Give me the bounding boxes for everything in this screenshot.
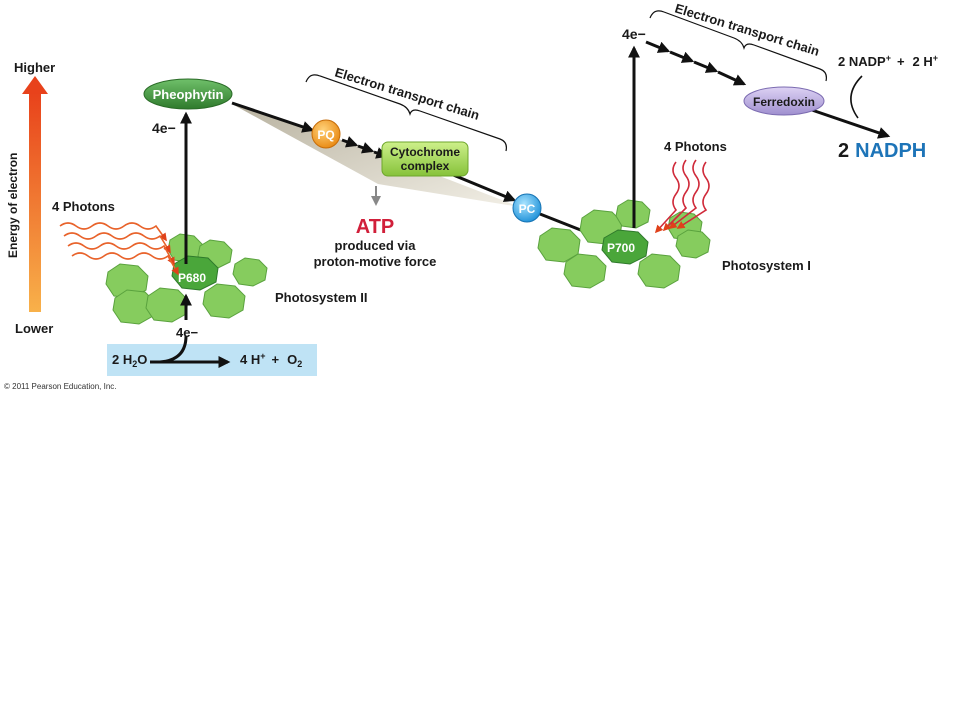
etc2-brace — [649, 10, 827, 82]
cytochrome-to-pc-arrow-icon — [445, 170, 517, 202]
water-equation-rhs: 4 H++O2 — [240, 351, 302, 369]
copyright-notice: © 2011 Pearson Education, Inc. — [4, 382, 116, 391]
pheophytin-node — [143, 78, 233, 110]
atp-line1: produced via — [335, 238, 417, 253]
energy-axis-bar — [29, 92, 41, 312]
pheophytin-to-pq-arrow-icon — [231, 101, 315, 133]
ferredoxin-node — [743, 86, 825, 116]
cytochrome-label-line2: complex — [401, 159, 450, 173]
axis-higher-label: Higher — [14, 60, 55, 75]
etc1-label: Electron transport chain — [333, 65, 481, 123]
etc1-brace — [305, 74, 507, 152]
p700-center — [601, 229, 649, 265]
p680-center — [171, 255, 219, 291]
pq-label: PQ — [317, 128, 334, 142]
cytochrome-node — [381, 141, 469, 177]
pq-node — [311, 119, 341, 149]
axis-lower-label: Lower — [15, 321, 53, 336]
cytochrome-label-line1: Cytochrome — [390, 145, 460, 159]
photons-ps1-label: 4 Photons — [664, 139, 727, 154]
electrons-out-ps2-label: 4e− — [152, 120, 176, 136]
photosystem2-label: Photosystem II — [275, 290, 367, 305]
water-electron-branch — [159, 335, 188, 364]
nadp-reduction-curve — [850, 75, 863, 119]
electrons-into-ps2-label: 4e− — [176, 325, 198, 340]
water-splitting-band — [107, 344, 317, 376]
photons-ps2-label: 4 Photons — [52, 199, 115, 214]
photosystem1-label: Photosystem I — [722, 258, 811, 273]
etc2-arrows-icon — [645, 40, 747, 86]
energy-axis-arrowhead-icon — [22, 76, 48, 94]
photons-ps2-waves-icon — [59, 222, 179, 276]
photosystem2-cluster — [105, 233, 268, 325]
nadp-equation: 2 NADP++2 H+ — [838, 53, 938, 69]
electrons-out-ps1-label: 4e− — [622, 26, 646, 42]
atp-label: ATP — [356, 216, 395, 238]
ferredoxin-to-nadph-arrow-icon — [805, 106, 891, 139]
water-equation-lhs: 2 H2O — [112, 352, 147, 369]
p700-label: P700 — [607, 241, 635, 255]
photons-ps1-waves-icon — [654, 159, 710, 234]
p680-label: P680 — [178, 271, 206, 285]
pc-node — [512, 193, 542, 223]
etc2-label: Electron transport chain — [673, 1, 821, 59]
pc-label: PC — [519, 202, 536, 216]
ferredoxin-label: Ferredoxin — [753, 95, 815, 109]
axis-title: Energy of electron — [6, 153, 20, 258]
atp-line2: proton-motive force — [314, 254, 437, 269]
pheophytin-label: Pheophytin — [153, 87, 224, 102]
